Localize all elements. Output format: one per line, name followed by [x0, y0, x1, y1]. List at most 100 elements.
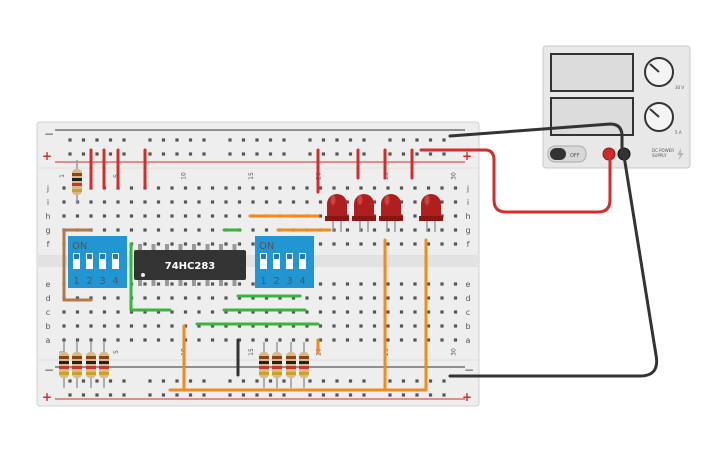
chip-pin — [151, 244, 156, 251]
row-letter: j — [466, 184, 469, 193]
rail-plus-bottom-left: + — [42, 390, 52, 404]
resistor[interactable] — [272, 342, 282, 388]
rail-plus-top-right: + — [462, 149, 472, 163]
row-letter: b — [45, 322, 50, 331]
column-number: 10 — [181, 172, 188, 180]
dip-toggle[interactable] — [273, 253, 280, 269]
resistor[interactable] — [299, 342, 309, 388]
row-letter: d — [465, 294, 470, 303]
chip-pin — [192, 244, 196, 251]
row-letter: c — [46, 308, 50, 317]
row-letter: e — [46, 280, 51, 289]
chip-pin — [165, 279, 169, 286]
column-number: 30 — [451, 348, 458, 356]
voltage-display — [550, 53, 634, 92]
dip-toggle[interactable] — [99, 253, 106, 269]
chip-pin — [138, 279, 142, 286]
wire-supply-positive[interactable] — [419, 148, 612, 214]
dip-number: 1 — [73, 276, 79, 287]
dip-toggle[interactable] — [73, 253, 80, 269]
led-red[interactable] — [379, 194, 403, 232]
power-supply[interactable]: 30 V 5 A OFF DC POWER SUPPLY — [542, 45, 691, 169]
row-letter: f — [467, 240, 470, 249]
led-red[interactable] — [419, 194, 443, 232]
column-number: 1 — [59, 174, 66, 178]
rail-minus-bottom-left: − — [44, 363, 54, 377]
dip-toggle[interactable] — [286, 253, 293, 269]
dip-toggle[interactable] — [86, 253, 93, 269]
resistor[interactable] — [86, 342, 96, 388]
dip-number: 1 — [260, 276, 266, 287]
row-letter: j — [46, 184, 49, 193]
rail-minus-top-left: − — [44, 127, 54, 141]
current-knob-label: 5 A — [675, 130, 682, 135]
lightning-icon — [677, 148, 684, 161]
chip-pin — [138, 244, 142, 251]
chip-pin — [178, 279, 183, 286]
chip-pin — [232, 244, 237, 251]
ic-chip[interactable]: 74HC283 — [134, 244, 246, 286]
rail-minus-bottom-right: − — [464, 363, 474, 377]
dip-right-on-label: ON — [259, 241, 274, 252]
dip-number: 4 — [112, 276, 118, 287]
rail-plus-top-left: + — [42, 149, 52, 163]
row-letter: a — [466, 336, 471, 345]
chip-pin — [205, 279, 210, 286]
column-number: 15 — [248, 348, 255, 356]
row-letter: a — [46, 336, 51, 345]
chip-pin — [178, 244, 183, 251]
column-number: 5 — [113, 350, 120, 354]
chip-pin — [219, 244, 223, 251]
chip-pin — [151, 279, 156, 286]
dip-number: 2 — [86, 276, 92, 287]
voltage-knob-label: 30 V — [675, 85, 684, 90]
resistor[interactable] — [99, 342, 109, 388]
row-letter: c — [466, 308, 470, 317]
wire-green-left[interactable] — [129, 242, 172, 312]
row-letter: h — [465, 212, 470, 221]
wire-supply-negative-top[interactable] — [448, 122, 624, 156]
dip-number: 4 — [299, 276, 305, 287]
column-number: 1 — [59, 350, 66, 354]
leds — [325, 194, 443, 232]
row-letter: g — [45, 226, 50, 235]
chip-label: 74HC283 — [165, 261, 216, 272]
brand-line1: DC POWER — [652, 148, 674, 153]
led-red[interactable] — [352, 194, 376, 232]
dip-toggle[interactable] — [260, 253, 267, 269]
dip-toggle[interactable] — [112, 253, 119, 269]
resistor[interactable] — [59, 342, 69, 388]
resistor[interactable] — [259, 342, 269, 388]
led-red[interactable] — [325, 194, 349, 232]
brand-line2: SUPPLY — [652, 153, 667, 158]
dip-number: 3 — [99, 276, 105, 287]
row-letter: i — [47, 198, 49, 207]
chip-pin — [192, 279, 196, 286]
column-number: 15 — [248, 172, 255, 180]
resistor[interactable] — [286, 342, 296, 388]
row-letter: g — [465, 226, 470, 235]
breadboard-wires — [62, 148, 428, 392]
chip-pin — [205, 244, 210, 251]
row-letter: i — [467, 198, 469, 207]
chip-pin — [165, 244, 169, 251]
rail-plus-bottom-right: + — [462, 390, 472, 404]
chip-pin — [219, 279, 223, 286]
row-letter: e — [466, 280, 471, 289]
wire-supply-negative-bottom[interactable] — [448, 154, 659, 378]
row-letter: h — [45, 212, 50, 221]
dip-number: 2 — [273, 276, 279, 287]
wire-brown[interactable] — [62, 228, 93, 302]
dip-toggle[interactable] — [299, 253, 306, 269]
external-wires — [419, 122, 659, 378]
row-letter: b — [465, 322, 470, 331]
resistor[interactable] — [72, 342, 82, 388]
dip-number: 3 — [286, 276, 292, 287]
resistor[interactable] — [72, 160, 82, 204]
chip-pin — [232, 279, 237, 286]
column-number: 30 — [451, 172, 458, 180]
